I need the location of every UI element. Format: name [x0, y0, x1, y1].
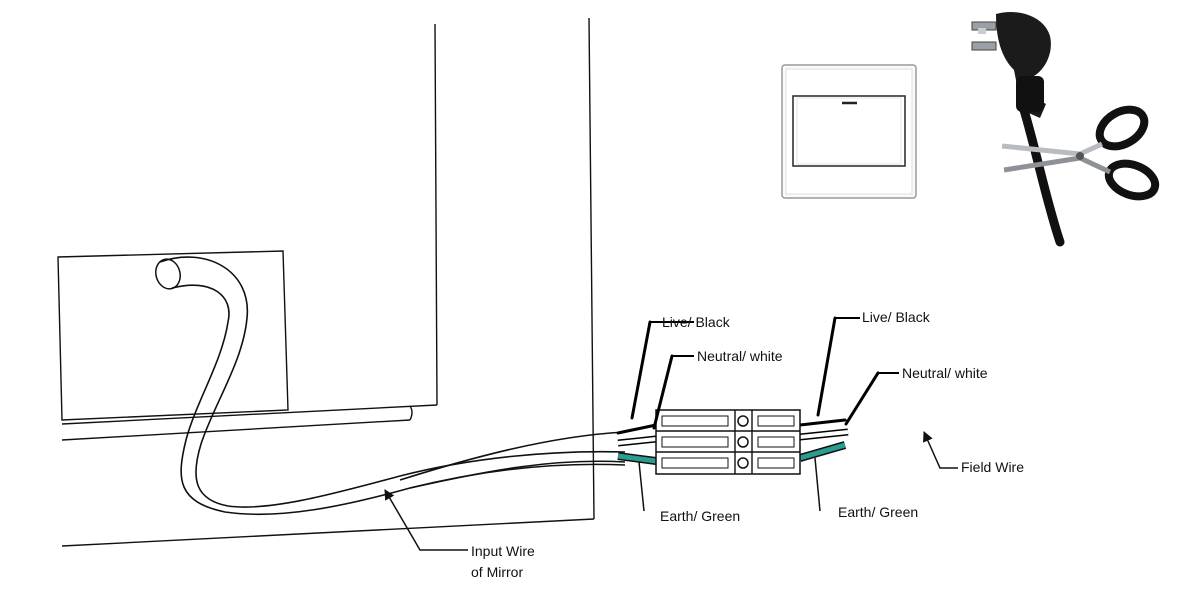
field-live-label: Live/ Black: [862, 309, 931, 325]
input-live-label: Live/ Black: [662, 314, 731, 330]
mirror-outline: [61, 17, 595, 547]
input-wire-label-line1: Input Wire: [471, 543, 535, 559]
input-leads: [616, 423, 658, 465]
input-wire-label-line2: of Mirror: [471, 564, 523, 580]
field-neutral-label: Neutral/ white: [902, 365, 988, 381]
scissors-icon: [1001, 105, 1160, 201]
field-earth-label: Earth/ Green: [838, 504, 918, 520]
light-switch-icon: [781, 64, 917, 199]
power-plug-icon: [971, 12, 1065, 247]
input-earth-label: Earth/ Green: [660, 508, 740, 524]
input-wire-cable: [155, 256, 626, 516]
field-leads: [798, 418, 849, 462]
mirror-back-plate: [57, 250, 289, 421]
terminal-connector-block: [655, 409, 801, 475]
input-neutral-label: Neutral/ white: [697, 348, 783, 364]
field-wire-label: Field Wire: [961, 459, 1024, 475]
callout-lines: [384, 316, 958, 551]
